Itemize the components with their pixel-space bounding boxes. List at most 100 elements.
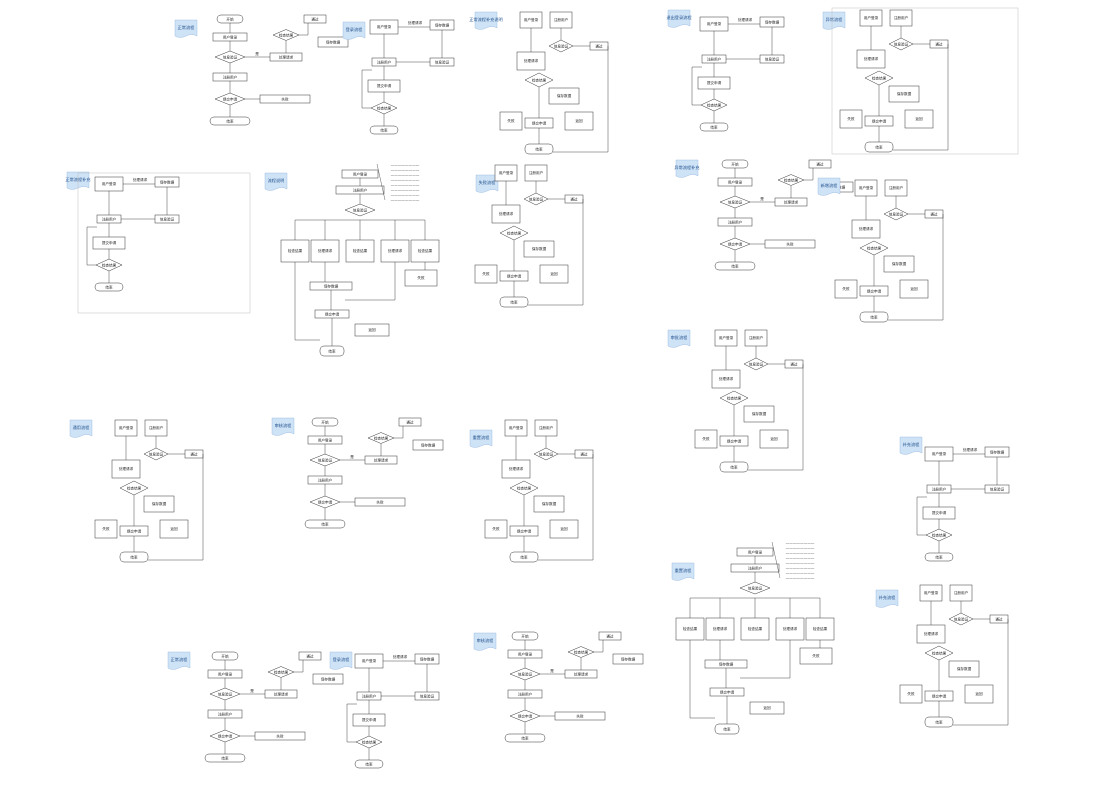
connector-line — [394, 426, 404, 439]
process-box — [764, 239, 816, 249]
doc-note-label: 异常流程补充 — [674, 164, 699, 171]
node-label: 是 — [250, 688, 254, 693]
process-box — [533, 495, 565, 513]
doc-note-shape — [671, 562, 695, 581]
node-label: 用户登录 — [353, 171, 368, 176]
node-label: 失败 — [417, 275, 425, 280]
node-label: 用户登录 — [864, 15, 879, 20]
doc-note-icon: 补充流程 — [899, 436, 923, 455]
end-label: 结束 — [520, 554, 528, 559]
process-box — [317, 36, 349, 48]
node-label: 通过 — [930, 211, 938, 216]
connector-line — [888, 214, 944, 321]
node-label: 信息验证 — [748, 585, 763, 590]
process-box — [154, 214, 180, 224]
node-label: 注册用户 — [318, 477, 333, 482]
process-box — [564, 111, 594, 131]
doc-note-label: 异常流程 — [826, 16, 844, 23]
process-box — [851, 219, 881, 239]
doc-note-icon: 审核流程 — [473, 632, 497, 651]
connector-line — [953, 619, 1009, 726]
node-label: ———————— — [391, 173, 420, 177]
node-label: 处理请求 — [784, 199, 799, 204]
node-label: 检查结果 — [707, 102, 722, 107]
node-label: 提交申请 — [377, 83, 392, 88]
node-label: 失败 — [786, 241, 794, 246]
node-label: 信息验证 — [990, 486, 1005, 491]
end-label: 结束 — [935, 554, 943, 559]
process-box — [743, 405, 775, 423]
connector-line — [689, 640, 715, 719]
connector-line — [346, 703, 357, 743]
decision-diamond — [777, 174, 805, 186]
process-box — [143, 495, 175, 513]
node-label: 处理请求 — [318, 248, 333, 253]
process-box — [964, 684, 994, 704]
node-label: 提交申请 — [218, 733, 233, 738]
flowchart-f15: 补充流程用户登录处理请求保存数据注册用户信息验证提交申请检查结果结束 — [899, 436, 1010, 562]
start-label: 开始 — [731, 161, 739, 166]
doc-note-label: 补充流程 — [879, 594, 897, 601]
process-box — [799, 647, 833, 665]
node-label: 保存数据 — [621, 656, 636, 661]
end-box — [504, 733, 546, 743]
end-label: 结束 — [105, 284, 113, 289]
node-label: 返回 — [560, 526, 568, 531]
node-label: 提交申请 — [507, 273, 522, 278]
node-label: 通过 — [816, 161, 824, 166]
decision-diamond — [344, 203, 376, 217]
node-label: 检查结果 — [517, 485, 532, 490]
node-label: 提交申请 — [872, 118, 887, 123]
node-label: 用户登录 — [932, 451, 947, 456]
decision-diamond — [739, 581, 771, 595]
end-label: 结束 — [723, 726, 731, 731]
process-box — [159, 519, 189, 539]
node-label: 注册用户 — [932, 486, 947, 491]
doc-note-icon: 流程说明 — [264, 172, 288, 191]
node-label: ———————— — [786, 561, 815, 565]
connector-line — [148, 454, 204, 561]
node-label: 用户登录 — [102, 181, 117, 186]
node-label: 信息验证 — [894, 41, 909, 46]
node-label: 提交申请 — [727, 438, 742, 443]
doc-note-icon: 补充流程 — [875, 589, 899, 608]
node-label: 检查结果 — [727, 395, 742, 400]
node-label: 保存数据 — [557, 93, 572, 98]
end-box — [119, 551, 149, 563]
node-label: 保存数据 — [957, 666, 972, 671]
decision-diamond — [272, 29, 300, 41]
end-box — [209, 116, 251, 126]
node-label: 通过 — [580, 451, 588, 456]
node-label: 信息验证 — [160, 216, 175, 221]
decision-diamond — [367, 432, 395, 444]
node-label: 处理请求 — [509, 466, 524, 471]
doc-note-shape — [822, 11, 846, 30]
doc-note-icon: 审批流程 — [667, 329, 691, 348]
decision-diamond — [533, 447, 559, 461]
doc-note-label: 重置流程 — [473, 434, 491, 441]
node-label: 提交申请 — [223, 96, 238, 101]
doc-note-label: 通用流程 — [73, 424, 91, 431]
node-label: ———————— — [786, 546, 815, 550]
process-box — [484, 519, 508, 539]
node-label: 是 — [550, 668, 554, 673]
process-box — [303, 14, 327, 24]
node-label: 返回 — [975, 691, 983, 696]
node-label: 用户登录 — [924, 590, 939, 595]
end-label: 结束 — [535, 146, 543, 151]
end-box — [714, 261, 756, 271]
node-label: 通过 — [311, 16, 319, 21]
connector-line — [553, 46, 609, 153]
node-label: 通过 — [570, 196, 578, 201]
node-label: 处理请求 — [963, 447, 978, 452]
end-box — [304, 519, 346, 529]
doc-note-label: 退出登录流程 — [666, 14, 692, 21]
node-label: 提交申请 — [318, 499, 333, 504]
end-label: 结束 — [510, 299, 518, 304]
node-label: 是 — [255, 51, 259, 56]
node-label: 信息验证 — [353, 207, 368, 212]
node-label: 返回 — [763, 705, 771, 710]
node-label: 保存数据 — [324, 283, 339, 288]
node-label: 检查结果 — [932, 650, 947, 655]
end-label: 结束 — [321, 521, 329, 526]
